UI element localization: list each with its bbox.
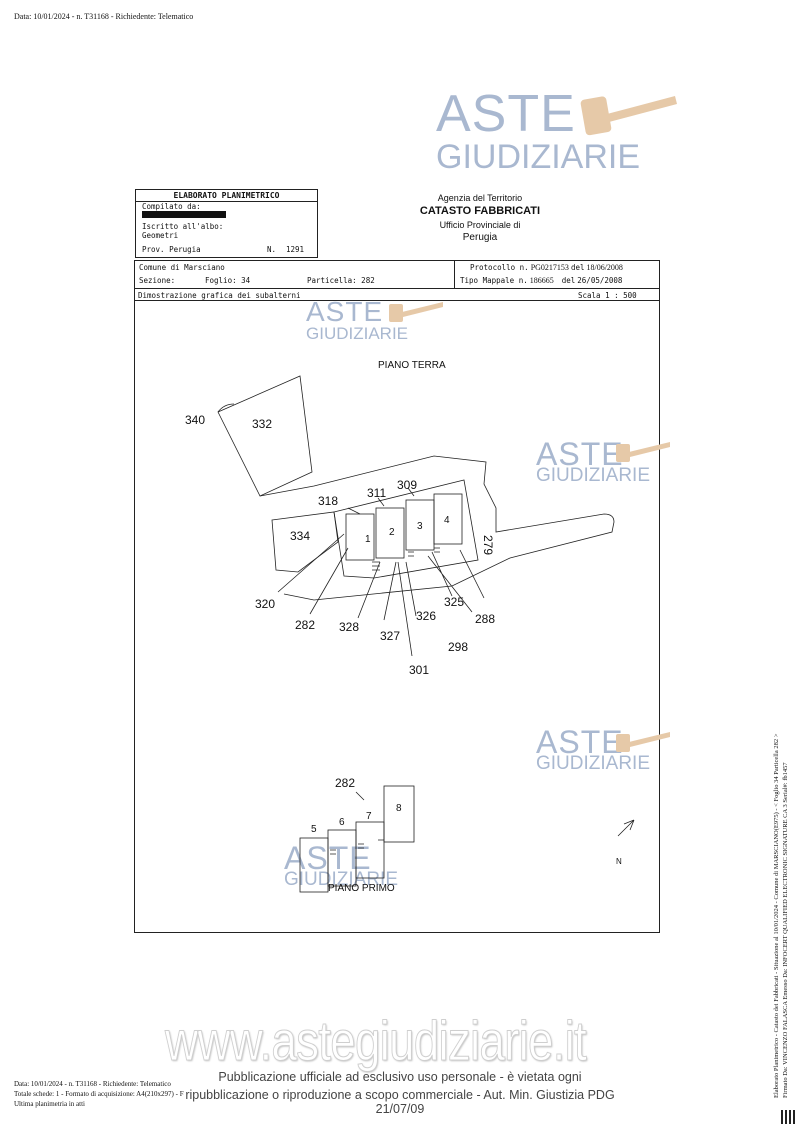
elaborato-title: ELABORATO PLANIMETRICO [136, 190, 317, 202]
unit-4-block [433, 493, 463, 545]
stairs-primo [330, 839, 384, 855]
unit-label-8: 8 [396, 803, 402, 814]
tipo-del: del [561, 276, 576, 285]
redacted-name [142, 211, 226, 218]
parcel-label-332: 332 [252, 417, 273, 431]
parcel-label-309: 309 [397, 478, 418, 492]
iscritto-value: Geometri [142, 231, 179, 240]
parcel-332-outline [217, 375, 313, 497]
unit-7-block [355, 821, 385, 879]
qr-code-icon [781, 1110, 795, 1124]
gavel-icon [616, 442, 670, 462]
protocollo-label: Protocollo n. [470, 263, 529, 272]
agency-line3: Ufficio Provinciale di [439, 220, 521, 230]
piano-terra-label: PIANO TERRA [378, 360, 446, 371]
agency-line1: Agenzia del Territorio [437, 193, 523, 203]
agency-line4: Perugia [462, 232, 498, 243]
unit-label-5: 5 [311, 824, 317, 835]
north-label: N [616, 857, 622, 866]
foglio: Foglio: 34 [205, 276, 251, 285]
parcel-label-288: 288 [475, 612, 496, 626]
comune: Comune di Marsciano [139, 263, 225, 272]
compilato-label: Compilato da: [142, 202, 201, 211]
protocollo-del: del [570, 263, 585, 272]
footer-line1: Data: 10/01/2024 - n. T31168 - Richieden… [14, 1080, 171, 1088]
parcel-label-340: 340 [185, 413, 206, 427]
scala: Scala 1 : 500 [578, 291, 637, 300]
tipo-label: Tipo Mappale n. [460, 276, 528, 285]
divider-vert [454, 260, 455, 288]
parcel-label-334: 334 [290, 529, 311, 543]
protocollo-row: Protocollo n. PG0217153 del 18/06/2008 [470, 263, 623, 272]
particella: Particella: 282 [307, 276, 375, 285]
unit-label-1: 1 [365, 534, 371, 545]
parcel-340-curve [217, 403, 235, 413]
parcel-label-311: 311 [367, 486, 387, 500]
side-text-line1: Elaborato Planimetrico - Catasto dei Fab… [773, 733, 780, 1098]
sezione-label: Sezione: [139, 276, 176, 285]
parcel-label-325: 325 [444, 595, 465, 609]
leader-lines [277, 487, 485, 657]
gavel-icon [389, 302, 443, 322]
unit-label-3: 3 [417, 521, 423, 532]
protocollo-date: 18/06/2008 [586, 263, 623, 272]
notice-line1: Pubblicazione ufficiale ad esclusivo uso… [218, 1070, 582, 1084]
stairs-terra [372, 547, 440, 571]
parcel-label-326: 326 [416, 609, 437, 623]
plan-drawing [217, 375, 635, 893]
divider-1 [134, 288, 660, 289]
piano-primo-label: PIANO PRIMO [328, 883, 395, 894]
main-frame [134, 260, 660, 933]
unit-label-7: 7 [366, 811, 372, 822]
watermark-site: www.astegiudiziarie.it [165, 1009, 588, 1073]
gavel-icon [616, 732, 670, 752]
parcel-label-318: 318 [318, 494, 339, 508]
agency-line2: CATASTO FABBRICATI [419, 205, 541, 217]
road-outline [259, 455, 615, 601]
unit-label-4: 4 [444, 515, 450, 526]
divider-2 [134, 300, 660, 301]
parcel-label-282-primo: 282 [335, 776, 356, 790]
dimostrazione: Dimostrazione grafica dei subalterni [138, 291, 301, 300]
unit-label-2: 2 [389, 527, 395, 538]
unit-6-block [327, 829, 357, 887]
iscritto-label: Iscritto all'albo: [142, 222, 224, 231]
parcel-label-301: 301 [409, 663, 430, 677]
protocollo-value: PG0217153 [530, 263, 569, 272]
parcel-label-327: 327 [380, 629, 401, 643]
parcel-label-320: 320 [255, 597, 276, 611]
header-line: Data: 10/01/2024 - n. T31168 - Richieden… [14, 12, 194, 21]
footer-line2: Totale schede: 1 - Formato di acquisizio… [14, 1090, 184, 1098]
side-text-line2: Firmato Da: VINCENZO FALASCA Emesso Da: … [782, 762, 789, 1098]
tipo-date: 26/05/2008 [577, 276, 623, 285]
unit-8-block [383, 785, 415, 843]
parcel-label-328: 328 [339, 620, 360, 634]
building-outline [333, 479, 479, 579]
n-value: 1291 [286, 245, 305, 254]
parcel-label-298: 298 [448, 640, 469, 654]
prov-label: Prov. Perugia [142, 245, 201, 254]
unit-label-6: 6 [339, 817, 345, 828]
parcel-label-279: 279 [481, 534, 496, 556]
leader-282-primo [355, 791, 365, 801]
unit-5-block [299, 837, 329, 893]
north-arrow [617, 819, 635, 837]
n-label: N. [267, 245, 277, 254]
tipo-value: 186665 [529, 276, 554, 285]
gavel-icon [580, 96, 677, 136]
tipo-row: Tipo Mappale n. 186665 del 26/05/2008 [460, 276, 622, 285]
unit-2-block [375, 507, 405, 559]
notice-line2: ripubblicazione o riproduzione a scopo c… [185, 1088, 615, 1116]
footer-line3: Ultima planimetria in atti [14, 1100, 85, 1108]
elaborato-box: ELABORATO PLANIMETRICO Compilato da: Isc… [135, 189, 318, 258]
parcel-label-282: 282 [295, 618, 316, 632]
